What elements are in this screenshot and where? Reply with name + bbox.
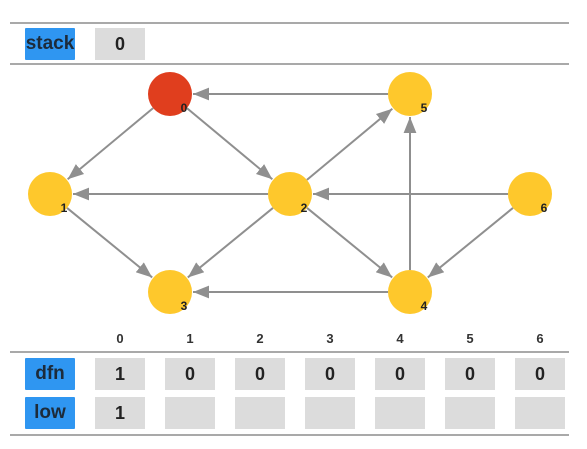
dfn-cell-0: 1 (95, 358, 145, 390)
node-3 (148, 270, 192, 314)
node-label-4: 4 (421, 299, 428, 313)
node-label-5: 5 (421, 101, 428, 115)
low-cell-1 (165, 397, 215, 429)
low-cell-3 (305, 397, 355, 429)
edge-2-5 (306, 107, 393, 181)
table-top-divider (10, 351, 569, 353)
stack-divider (10, 63, 569, 65)
dfn-label: dfn (25, 358, 75, 390)
dfn-cell-1: 0 (165, 358, 215, 390)
low-label: low (25, 397, 75, 429)
dfn-cell-5: 0 (445, 358, 495, 390)
stack-label: stack (25, 28, 75, 60)
edge-0-2 (186, 107, 273, 181)
node-5 (388, 72, 432, 116)
node-0 (148, 72, 192, 116)
node-label-6: 6 (541, 201, 548, 215)
node-label-0: 0 (181, 101, 188, 115)
node-2 (268, 172, 312, 216)
dfn-cell-3: 0 (305, 358, 355, 390)
dfn-cell-6: 0 (515, 358, 565, 390)
low-cell-5 (445, 397, 495, 429)
node-4 (388, 270, 432, 314)
index-label-5: 5 (466, 331, 474, 346)
low-cell-6 (515, 397, 565, 429)
table-bottom-divider (10, 434, 569, 436)
edge-1-3 (66, 207, 153, 279)
stack-item: 0 (95, 28, 145, 60)
edge-6-4 (427, 207, 514, 279)
edge-2-3 (187, 207, 274, 279)
dfn-cell-4: 0 (375, 358, 425, 390)
node-label-1: 1 (61, 201, 68, 215)
index-label-0: 0 (116, 331, 124, 346)
index-label-4: 4 (396, 331, 404, 346)
low-cell-4 (375, 397, 425, 429)
index-label-3: 3 (326, 331, 334, 346)
index-label-6: 6 (536, 331, 544, 346)
top-divider (10, 22, 569, 24)
index-label-2: 2 (256, 331, 264, 346)
edge-0-1 (67, 107, 154, 181)
node-label-3: 3 (181, 299, 188, 313)
index-label-1: 1 (186, 331, 194, 346)
node-1 (28, 172, 72, 216)
low-cell-0: 1 (95, 397, 145, 429)
dfn-cell-2: 0 (235, 358, 285, 390)
node-label-2: 2 (301, 201, 308, 215)
node-6 (508, 172, 552, 216)
low-cell-2 (235, 397, 285, 429)
edge-2-4 (306, 207, 393, 279)
